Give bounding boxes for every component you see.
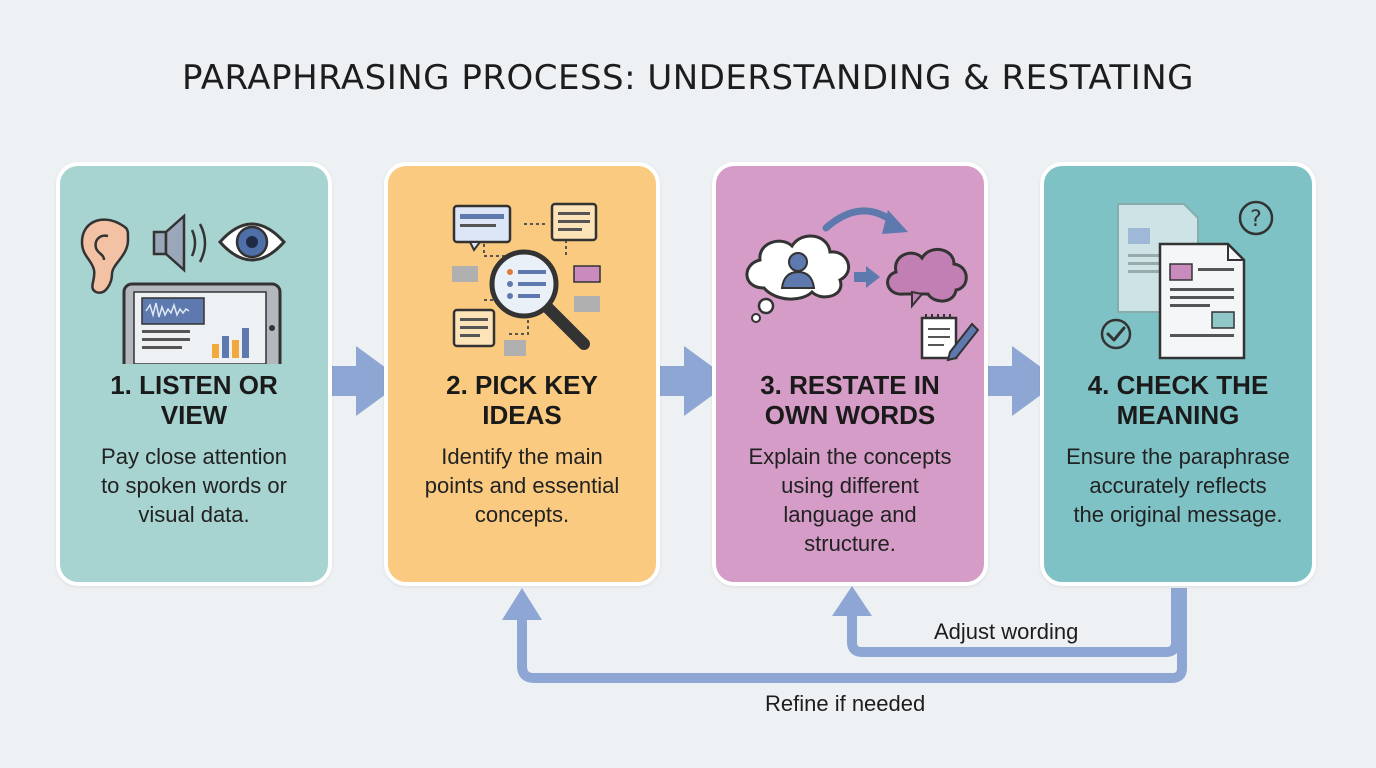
purple-cloud-icon [886,248,968,309]
loop-refine-arrow [517,588,1187,683]
gray-block-icon-3 [504,340,526,356]
curved-arrow-head [882,210,908,234]
step-3-title-line-1: 3. RESTATE IN [760,370,940,400]
pick-ideas-illustration [452,202,601,356]
adjust-wording-label: Adjust wording [934,619,1079,644]
step-4-title-line-2: MEANING [1116,400,1240,430]
step-1-title-line-1: 1. LISTEN OR [110,370,278,400]
step-card-4: ? 4. CHECK THE MEANING Ensure the paraph… [1040,162,1316,586]
loop-adjust-wording-arrowhead [832,586,872,616]
tablet-icon [122,282,282,364]
svg-text:?: ? [1250,207,1262,232]
step-2-desc-line-3: concepts. [474,502,570,527]
step-4-desc-line-1: Ensure the paraphrase [1066,444,1290,469]
speech-bubble-icon [452,204,512,252]
check-meaning-illustration: ? [1100,200,1274,360]
step-2-desc-line-2: points and essential [424,473,620,498]
checkmark-circle-icon [1100,318,1132,350]
note-card-icon [550,202,598,242]
step-1-title-line-2: VIEW [160,400,228,430]
step-card-2: 2. PICK KEY IDEAS Identify the main poin… [384,162,660,586]
gray-block-icon [452,266,478,282]
step-3-desc-line-3: language and [783,502,917,527]
loop-refine-arrowhead [502,588,542,620]
step-1-desc-line-1: Pay close attention [101,444,287,469]
question-mark-icon: ? [1238,200,1274,236]
step-4-desc-line-2: accurately reflects [1089,473,1267,498]
step-3-title-line-2: OWN WORDS [764,400,936,430]
step-3-desc-line-2: using different [781,473,919,498]
step-2-desc-line-1: Identify the main [441,444,603,469]
ear-icon [80,218,130,294]
refine-if-needed-label: Refine if needed [765,691,926,716]
step-2-title-line-2: IDEAS [482,400,562,430]
magnifying-glass-icon [489,249,590,350]
step-2-title-line-1: 2. PICK KEY [446,370,598,400]
note-card-icon-2 [452,308,496,348]
document-front-icon [1158,242,1246,360]
thought-cloud-person-icon [745,234,851,323]
speaker-icon [152,213,207,273]
restate-illustration [745,207,980,362]
step-card-3: 3. RESTATE IN OWN WORDS Explain the conc… [712,162,988,586]
step-4-desc-line-3: the original message. [1073,502,1283,527]
purple-block-icon [573,265,601,283]
step-1-desc-line-3: visual data. [138,502,250,527]
listen-view-illustration [80,213,287,364]
loop-adjust-wording-arrow [847,588,1181,657]
notepad-pencil-icon [920,314,980,362]
eye-icon [217,222,287,262]
step-3-desc-line-1: Explain the concepts [748,444,952,469]
gray-block-icon-2 [574,296,600,312]
page-title: PARAPHRASING PROCESS: UNDERSTANDING & RE… [181,58,1195,98]
step-card-1: 1. LISTEN OR VIEW Pay close attention to… [56,162,332,586]
step-4-title-line-1: 4. CHECK THE [1087,370,1269,400]
step-3-desc-line-4: structure. [804,531,896,556]
right-arrow-icon [854,266,880,288]
step-1-desc-line-2: to spoken words or [101,473,287,498]
